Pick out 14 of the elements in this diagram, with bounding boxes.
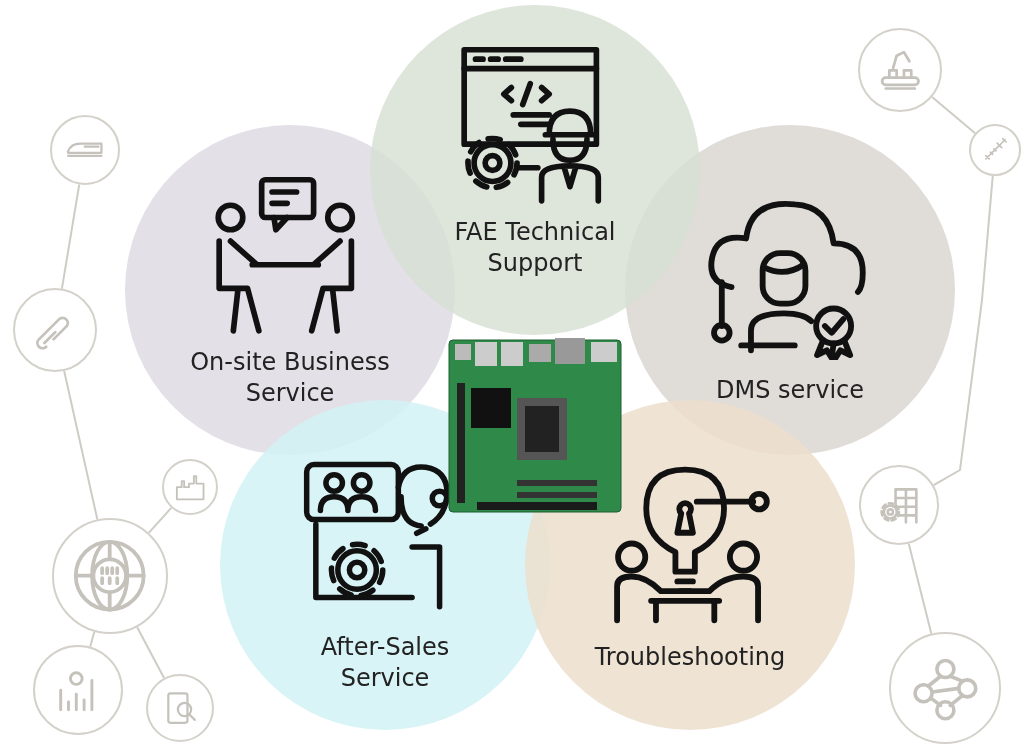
circle-label: On-site Business Service: [189, 347, 391, 409]
connector-line: [932, 174, 994, 487]
circle-label: After-Sales Service: [319, 632, 451, 694]
connector-line: [907, 542, 933, 635]
circle-label: FAE Technical Support: [453, 217, 617, 279]
connector-line: [147, 506, 173, 534]
connector-line: [63, 370, 99, 521]
connector-line: [931, 96, 977, 135]
circle-label: Troubleshooting: [593, 642, 787, 673]
icon-circle: [969, 124, 1021, 176]
circle-label: DMS service: [715, 375, 865, 406]
connector-line: [60, 183, 81, 290]
connector-line: [136, 626, 166, 679]
icon-circle: [162, 459, 218, 515]
